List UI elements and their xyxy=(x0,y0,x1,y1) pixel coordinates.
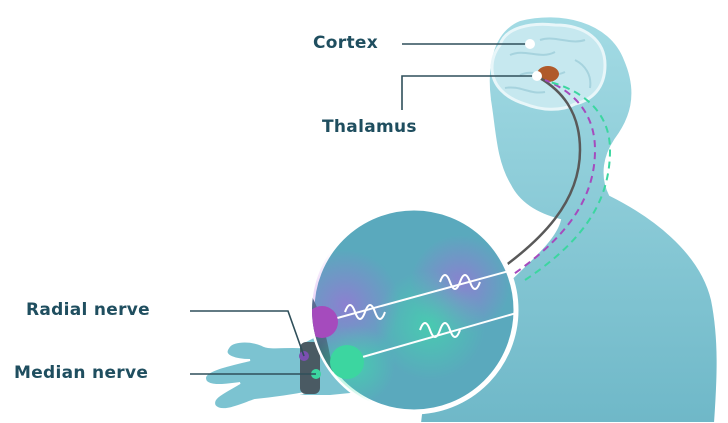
radial-nerve-label: Radial nerve xyxy=(26,300,150,320)
cortex-dot xyxy=(525,39,535,49)
thalamus-dot xyxy=(532,71,542,81)
cortex-label: Cortex xyxy=(313,33,378,53)
median-nerve-label: Median nerve xyxy=(14,363,148,383)
hand-silhouette xyxy=(205,342,310,410)
median-nerve-bundle xyxy=(330,345,364,379)
wristband xyxy=(300,342,320,394)
thalamus-label: Thalamus xyxy=(322,117,417,137)
